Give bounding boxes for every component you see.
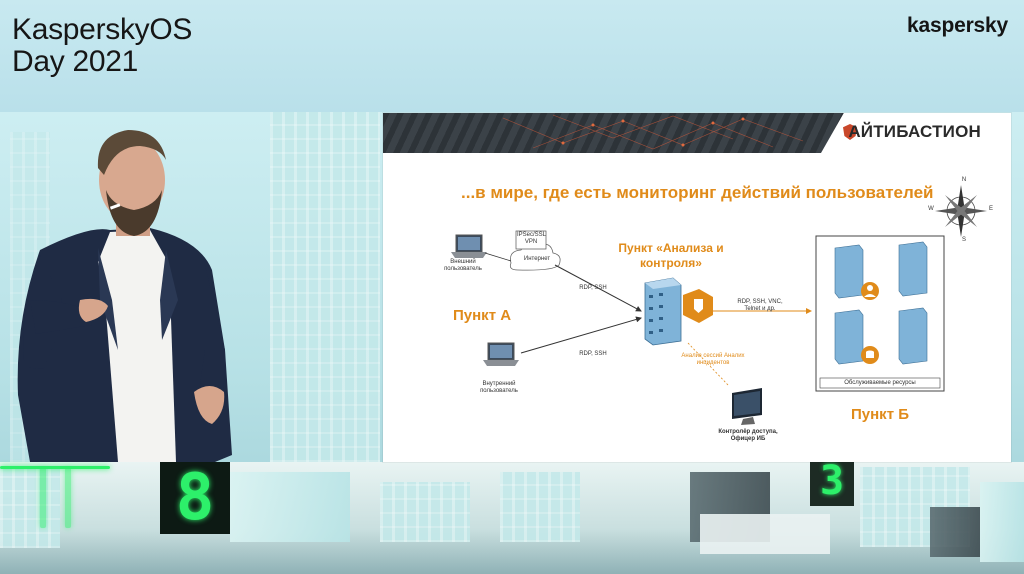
- event-title-line2: Day 2021: [12, 45, 139, 78]
- internet-label: Интернет: [523, 256, 551, 262]
- presenter-head: [99, 138, 165, 222]
- protocol-label-2: RDP, SSH: [579, 351, 607, 357]
- event-title-line1: KasperskyOS: [12, 13, 193, 46]
- compass-s: S: [961, 237, 966, 243]
- presenter-hand: [194, 386, 225, 424]
- presenter-hand: [78, 298, 108, 322]
- operator-label: Контролёр доступа, Офицер ИБ: [718, 429, 778, 442]
- building: [270, 112, 380, 462]
- presenter-beard: [106, 190, 162, 236]
- shield-icon: [843, 124, 857, 140]
- building: [930, 507, 980, 557]
- shield-icon: [694, 299, 703, 313]
- server-icon: [834, 241, 928, 365]
- internal-user-label: Внутренний пользователь: [480, 381, 518, 394]
- building: [230, 472, 350, 542]
- slide-logo: АЙТИБАСТИОН: [848, 122, 981, 141]
- point-b-label: Пункт Б: [851, 406, 909, 423]
- event-title: KasperskyOS Day 2021: [12, 14, 192, 78]
- building: [980, 482, 1024, 562]
- digit-display: 3: [810, 458, 854, 506]
- green-light-strip: [40, 468, 46, 528]
- compass-icon: [935, 185, 987, 237]
- network-graphic: [502, 114, 804, 150]
- protocol-label-1: RDP, SSH: [579, 285, 607, 291]
- vpn-box: [515, 230, 547, 250]
- presentation-slide: АЙТИБАСТИОН ...в мире, где есть монитори…: [383, 113, 1011, 462]
- diagram: [451, 230, 945, 425]
- brand-logo: kaspersky: [907, 14, 1008, 37]
- resources-label: Обслуживаемые ресурсы: [844, 380, 916, 386]
- building: [500, 472, 580, 542]
- monitor-icon: [732, 388, 762, 425]
- building: [0, 468, 60, 548]
- slide-title: ...в мире, где есть мониторинг действий …: [461, 183, 934, 202]
- building: [380, 482, 470, 542]
- digit-display: 8: [160, 462, 230, 534]
- sessions-label: Анализ сессий Аналих инцидентов: [681, 353, 745, 366]
- control-point-label: Пункт «Анализа и контроля»: [618, 241, 724, 270]
- green-light-strip: [65, 468, 71, 528]
- point-a-label: Пункт А: [453, 307, 512, 324]
- laptop-icon: [483, 342, 519, 366]
- presenter: [17, 130, 232, 462]
- external-user-label: Внешний пользователь: [444, 259, 482, 272]
- vpn-label: IPSec/SSL VPN: [517, 232, 547, 245]
- digit-display-value: 3: [819, 458, 845, 504]
- slide-header: АЙТИБАСТИОН: [383, 113, 1011, 153]
- building: [700, 514, 830, 554]
- compass-w: W: [928, 206, 934, 212]
- server-icon: [644, 277, 682, 346]
- laptop-icon: [451, 234, 487, 258]
- green-light-strip: [0, 466, 110, 469]
- digit-display-value: 8: [175, 461, 215, 535]
- compass-e: E: [988, 206, 993, 212]
- protocol-label-3: RDP, SSH, VNC, Telnet и др.: [737, 299, 783, 312]
- top-banner: [0, 0, 1024, 112]
- cloud-icon: [509, 243, 561, 271]
- compass-n: N: [961, 177, 967, 183]
